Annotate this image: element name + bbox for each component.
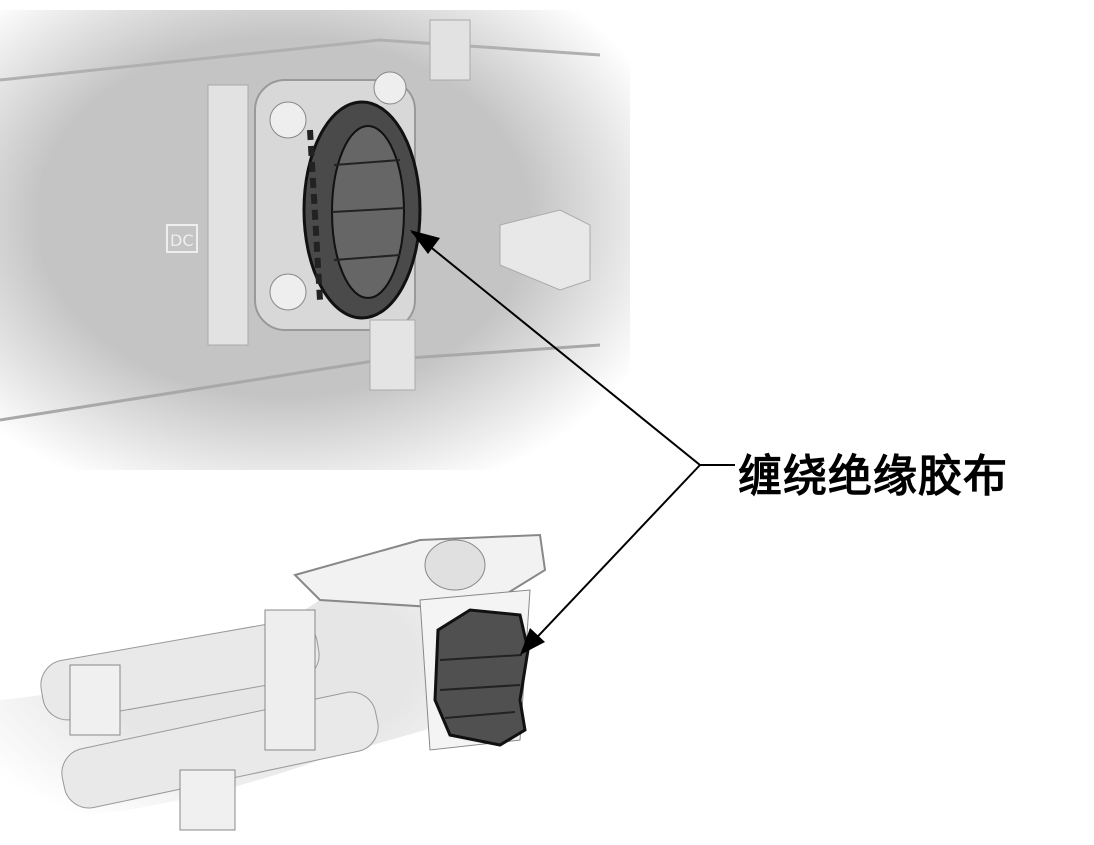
taped-port-upper — [302, 100, 422, 320]
svg-text:DC: DC — [170, 231, 194, 250]
arrowhead-lower — [520, 628, 545, 655]
callout-leaders — [410, 230, 735, 655]
taped-connector-lower — [433, 608, 530, 747]
dc-marking: DC — [166, 224, 198, 253]
arrowhead-upper — [410, 230, 440, 254]
callout-label: 缠绕绝缘胶布 — [738, 451, 1008, 502]
